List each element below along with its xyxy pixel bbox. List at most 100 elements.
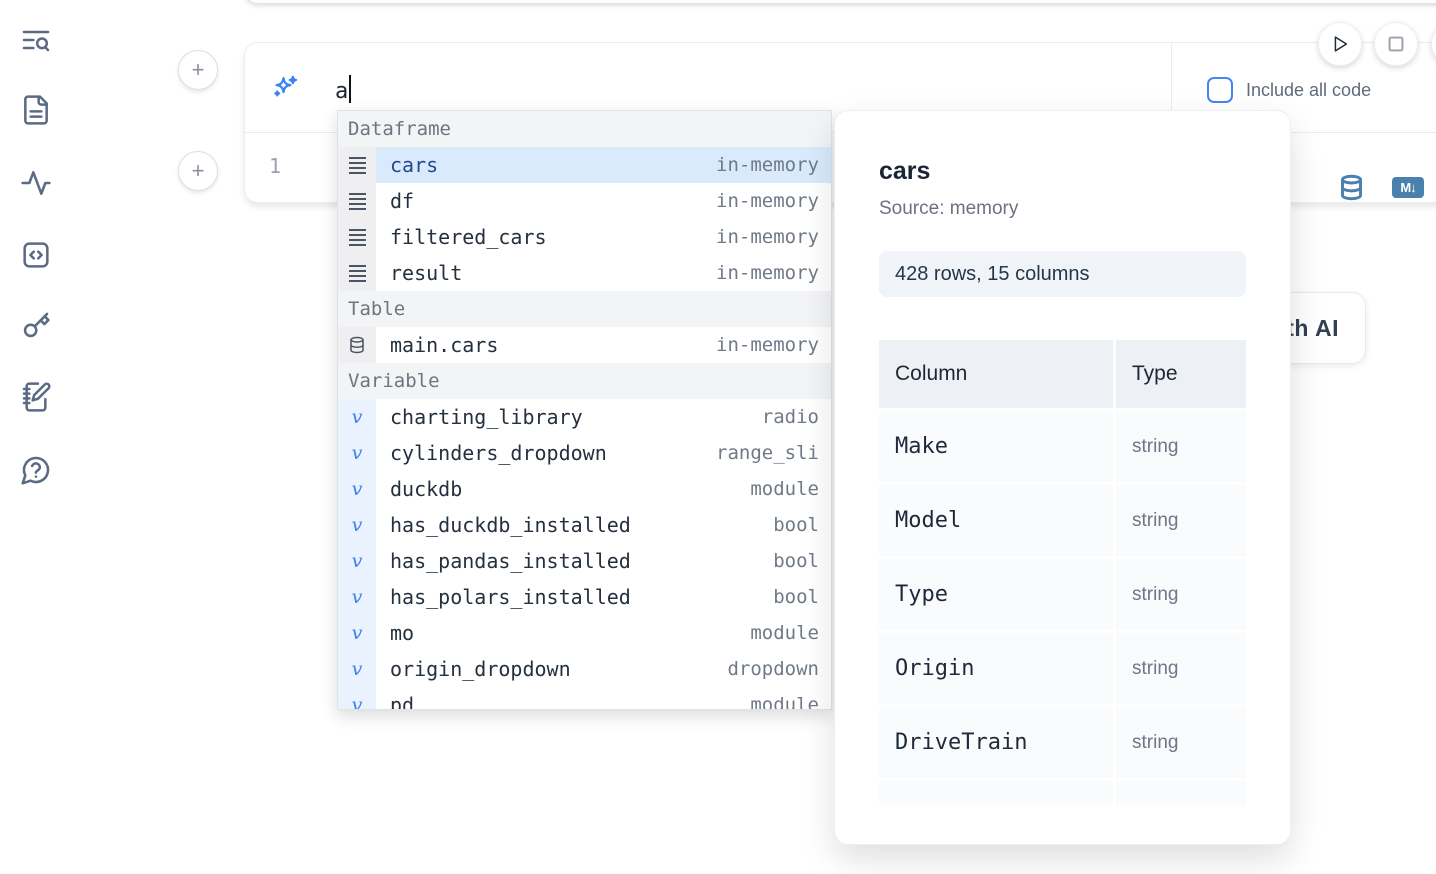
autocomplete-item[interactable]: main.cars in-memory: [338, 327, 831, 363]
text-caret: [349, 75, 352, 103]
item-name: pd: [390, 693, 415, 710]
shape-badge: 428 rows, 15 columns: [879, 251, 1246, 297]
preview-source: Source: memory: [879, 198, 1019, 219]
schema-column-type: [1116, 781, 1246, 805]
schema-header-cell: Type: [1116, 340, 1246, 408]
variable-icon: v: [351, 694, 363, 710]
schema-column-type: string: [1116, 559, 1246, 630]
item-kind-icon: v: [338, 471, 376, 507]
item-kind-icon: v: [338, 615, 376, 651]
autocomplete-item[interactable]: df in-memory: [338, 183, 831, 219]
autocomplete-item[interactable]: v pd module: [338, 687, 831, 710]
add-cell-below-button[interactable]: +: [178, 151, 218, 191]
autocomplete-item[interactable]: v has_polars_installed bool: [338, 579, 831, 615]
schema-column-type: string: [1116, 707, 1246, 778]
variable-icon: v: [351, 586, 363, 608]
play-icon: [1334, 36, 1348, 52]
line-number: 1: [269, 154, 282, 178]
ai-sparkle-icon: [271, 75, 301, 110]
autocomplete-item[interactable]: v has_duckdb_installed bool: [338, 507, 831, 543]
activity-pulse-icon[interactable]: [19, 166, 53, 200]
item-kind-icon: v: [338, 579, 376, 615]
schema-column-name: DriveTrain: [879, 707, 1113, 778]
item-kind-icon: [338, 183, 376, 219]
code-editor-row[interactable]: 1: [245, 133, 1436, 203]
item-type: bool: [773, 550, 819, 572]
autocomplete-item[interactable]: v charting_library radio: [338, 399, 831, 435]
item-type: in-memory: [716, 154, 819, 176]
item-type: in-memory: [716, 190, 819, 212]
ai-prompt-input[interactable]: a: [335, 75, 352, 104]
code-snippets-icon[interactable]: [19, 238, 53, 272]
stop-square-icon: [1388, 36, 1404, 52]
run-cell-button[interactable]: [1318, 22, 1362, 66]
item-type: bool: [773, 586, 819, 608]
item-type: module: [750, 478, 819, 500]
dataframe-preview-panel: cars Source: memory 428 rows, 15 columns…: [834, 110, 1291, 845]
item-kind-icon: [338, 147, 376, 183]
autocomplete-item[interactable]: result in-memory: [338, 255, 831, 291]
item-name: charting_library: [390, 405, 583, 429]
item-name: duckdb: [390, 477, 463, 501]
item-type: bool: [773, 514, 819, 536]
autocomplete-item[interactable]: v origin_dropdown dropdown: [338, 651, 831, 687]
divider: [1171, 44, 1172, 132]
dataframe-rows-icon: [348, 228, 366, 246]
item-kind-icon: v: [338, 651, 376, 687]
notebook-pen-icon[interactable]: [19, 380, 53, 414]
schema-column-type: string: [1116, 411, 1246, 482]
item-name: origin_dropdown: [390, 657, 571, 681]
dataframe-rows-icon: [348, 192, 366, 210]
schema-column-name: [879, 781, 1113, 805]
file-document-icon[interactable]: [19, 93, 53, 127]
item-name: cylinders_dropdown: [390, 441, 607, 465]
schema-column-name: Model: [879, 485, 1113, 556]
schema-column-name: Make: [879, 411, 1113, 482]
autocomplete-section-header: Dataframe: [338, 111, 831, 147]
autocomplete-item[interactable]: v cylinders_dropdown range_sli: [338, 435, 831, 471]
convert-to-sql-database-icon[interactable]: [1338, 174, 1365, 206]
item-type: radio: [761, 406, 819, 428]
dataframe-rows-icon: [348, 156, 366, 174]
item-kind-icon: [338, 327, 376, 363]
item-kind-icon: [338, 255, 376, 291]
include-all-code-checkbox[interactable]: [1207, 77, 1233, 103]
preview-title: cars: [879, 157, 931, 185]
item-type: in-memory: [716, 334, 819, 356]
autocomplete-section-header: Variable: [338, 363, 831, 399]
item-name: df: [390, 189, 415, 213]
item-kind-icon: [338, 219, 376, 255]
autocomplete-item[interactable]: filtered_cars in-memory: [338, 219, 831, 255]
ai-prompt-row[interactable]: a Include all code: [245, 43, 1436, 132]
key-icon[interactable]: [19, 308, 53, 342]
item-name: has_pandas_installed: [390, 549, 631, 573]
variable-icon: v: [351, 442, 363, 464]
item-name: has_polars_installed: [390, 585, 631, 609]
item-name: cars: [390, 153, 439, 177]
variable-icon: v: [351, 514, 363, 536]
stop-button[interactable]: [1374, 22, 1418, 66]
autocomplete-dropdown: Dataframe cars in-memory df in-memory fi…: [337, 110, 832, 710]
autocomplete-item[interactable]: v duckdb module: [338, 471, 831, 507]
autocomplete-item[interactable]: v mo module: [338, 615, 831, 651]
variable-icon: v: [351, 478, 363, 500]
text-search-icon[interactable]: [19, 23, 53, 57]
item-name: mo: [390, 621, 415, 645]
convert-to-markdown-icon[interactable]: M↓: [1392, 177, 1424, 198]
variable-icon: v: [351, 406, 363, 428]
autocomplete-item[interactable]: v has_pandas_installed bool: [338, 543, 831, 579]
item-type: range_sli: [716, 442, 819, 464]
item-name: result: [390, 261, 463, 285]
schema-column-type: string: [1116, 633, 1246, 704]
help-chat-icon[interactable]: [19, 453, 53, 487]
schema-column-name: Origin: [879, 633, 1113, 704]
item-name: filtered_cars: [390, 225, 547, 249]
autocomplete-item[interactable]: cars in-memory: [338, 147, 831, 183]
add-cell-above-button[interactable]: +: [178, 50, 218, 90]
schema-column-name: Type: [879, 559, 1113, 630]
item-type: in-memory: [716, 226, 819, 248]
left-sidebar: [0, 0, 72, 874]
dataframe-rows-icon: [348, 264, 366, 282]
item-kind-icon: v: [338, 435, 376, 471]
